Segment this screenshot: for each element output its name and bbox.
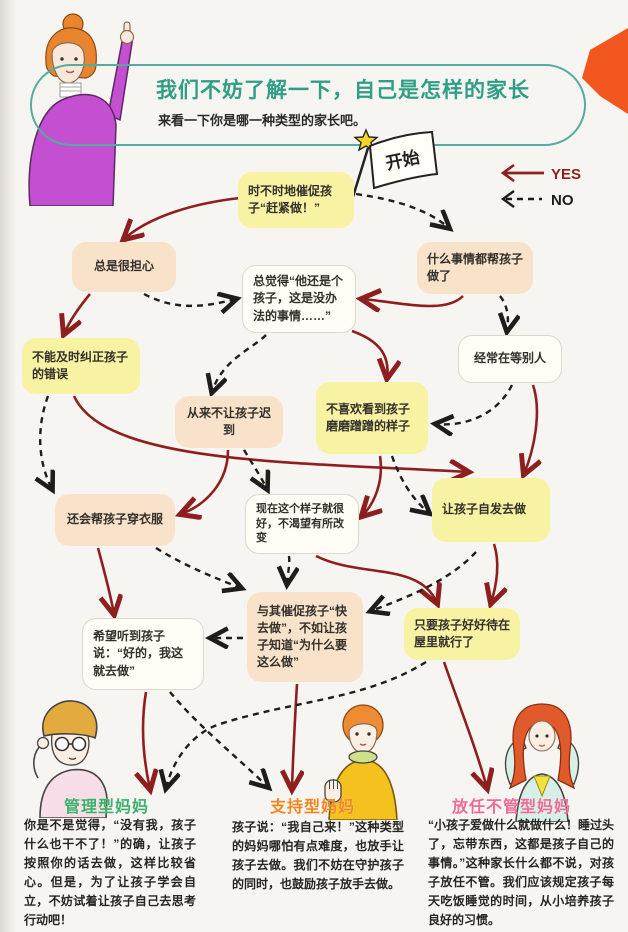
no-arrow-icon xyxy=(500,190,515,208)
edge-n12-manager-yes xyxy=(143,691,150,789)
edge-n9-n12-yes xyxy=(96,547,114,614)
flow-node-urge-child: 时不时地催促孩子“赶紧做！” xyxy=(238,172,354,228)
flow-node-cant-correct: 不能及时纠正孩子的错误 xyxy=(22,338,140,394)
type-description-support: 孩子说：“我自己来！”这种类型的妈妈哪怕有点难度，也放手让孩子去做。我们不妨在守… xyxy=(232,820,404,891)
edge-n2-n4-no xyxy=(143,294,236,306)
flow-node-stay-in-room: 只要孩子好好待在屋里就行了 xyxy=(404,608,520,660)
edge-n9-n13-no xyxy=(155,546,241,588)
laissez-faire-mom-illustration xyxy=(492,698,592,827)
edge-n2-n5-yes xyxy=(64,293,91,334)
type-label-laissez: 放任不管型妈妈 xyxy=(452,799,572,816)
edge-n8-n7-no xyxy=(436,384,514,424)
edge-n13-support-yes xyxy=(292,683,297,789)
page-edge-shadow xyxy=(0,0,16,932)
edge-n5-n9-no xyxy=(40,395,52,489)
flow-node-hope-child-obeys: 希望听到孩子说：“好的，我这就去做” xyxy=(82,618,204,690)
flow-node-dress-child: 还会帮孩子穿衣服 xyxy=(55,494,175,546)
edge-n10-n13-no xyxy=(287,555,289,584)
edge-n12-support-no xyxy=(169,691,268,787)
flow-node-still-a-child: 总觉得“他还是个孩子，这是没办法的事情……” xyxy=(242,265,356,333)
page-subtitle: 来看一下你是哪一种类型的家长吧。 xyxy=(158,113,367,128)
flow-node-hate-dawdling: 不喜欢看到孩子磨磨蹭蹭的样子 xyxy=(316,382,428,454)
flow-node-explain-why: 与其催促孩子“快去做”，不如让孩子知道“为什么要这么做” xyxy=(247,592,363,682)
flow-node-self-motivated: 让孩子自发去做 xyxy=(432,478,550,542)
edge-n4-n7-yes xyxy=(351,329,388,378)
legend-no: NO xyxy=(498,188,594,210)
title-banner xyxy=(30,64,586,146)
edge-n7-n10-yes xyxy=(362,455,381,516)
type-label-manager: 管理型妈妈 xyxy=(64,799,150,816)
flag-pole xyxy=(350,147,370,201)
edge-n14-laissez-yes xyxy=(442,661,487,788)
flow-node-never-late: 从来不让孩子迟到 xyxy=(175,396,283,448)
support-mom-illustration xyxy=(323,700,403,825)
flow-node-always-worried: 总是很担心 xyxy=(72,242,176,292)
flow-node-always-waiting: 经常在等别人 xyxy=(458,335,562,383)
edge-n6-n10-no xyxy=(242,449,267,489)
edge-n8-n11-yes xyxy=(524,384,537,474)
page-title: 我们不妨了解一下，自己是怎样的家长 xyxy=(156,79,530,102)
legend-yes-label: YES xyxy=(551,166,581,183)
type-description-manager: 你是不是觉得，“没有我，孩子什么也干不了！”的确，让孩子按照你的话去做，这样比较… xyxy=(24,818,196,927)
legend-no-label: NO xyxy=(551,192,574,209)
edge-n3-n8-no xyxy=(500,295,508,331)
edge-n11-n14-yes xyxy=(491,543,497,603)
edge-n4-n6-no xyxy=(212,334,267,392)
flow-node-do-everything: 什么事情都帮孩子做了 xyxy=(417,242,533,294)
orange-corner-decoration xyxy=(580,26,628,123)
legend-yes: YES xyxy=(498,162,594,184)
type-description-laissez: “小孩子爱做什么就做什么！睡过头了，忘带东西，这都是孩子自己的事情。”这种家长什… xyxy=(428,818,615,927)
edge-n6-n9-yes xyxy=(181,449,230,514)
edge-n3-n4-yes xyxy=(362,296,464,306)
flow-node-fine-as-is: 现在这个样子就很好，不渴望有所改变 xyxy=(245,494,359,554)
start-flag: 开始 xyxy=(340,118,452,211)
manager-mom-illustration xyxy=(26,694,121,823)
edge-n7-n11-no xyxy=(390,455,429,513)
type-label-support: 支持型妈妈 xyxy=(270,799,356,816)
edge-n11-n13-no xyxy=(371,551,477,611)
